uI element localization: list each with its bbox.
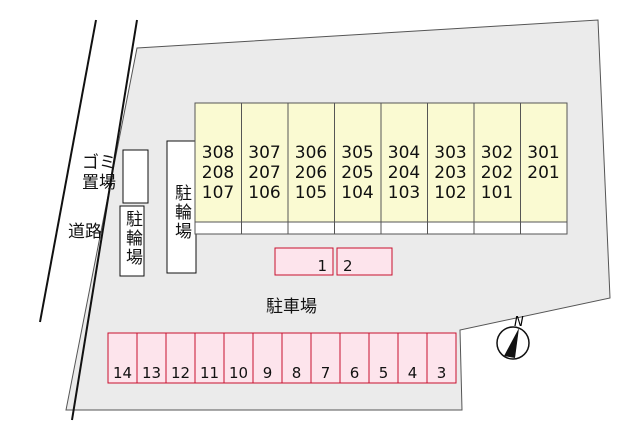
parking-number: 14 xyxy=(113,364,132,382)
unit-number: 207 xyxy=(248,163,280,183)
parking-number: 9 xyxy=(263,364,273,382)
unit-number: 104 xyxy=(341,183,373,203)
parking-space xyxy=(310,332,341,384)
parking-number: 10 xyxy=(229,364,248,382)
unit-number: 201 xyxy=(527,163,559,183)
parking-space xyxy=(426,332,457,384)
road-label: 道路 xyxy=(68,222,102,242)
garbage-area xyxy=(122,149,149,204)
parking-space xyxy=(223,332,254,384)
building-unit xyxy=(520,102,568,223)
balcony xyxy=(380,221,428,235)
unit-number: 206 xyxy=(295,163,327,183)
north-compass: N xyxy=(496,315,530,360)
north-label: N xyxy=(514,315,524,330)
unit-number: 101 xyxy=(481,183,513,203)
unit-number: 303 xyxy=(434,143,466,163)
unit-number: 203 xyxy=(434,163,466,183)
unit-number: 204 xyxy=(388,163,420,183)
building-unit xyxy=(380,102,428,223)
parking-number: 11 xyxy=(200,364,219,382)
unit-number: 107 xyxy=(202,183,234,203)
unit-number: 306 xyxy=(295,143,327,163)
unit-number: 307 xyxy=(248,143,280,163)
parking-space xyxy=(368,332,399,384)
parking-number: 5 xyxy=(379,364,389,382)
parking-number: 13 xyxy=(142,364,161,382)
parking-label: 駐車場 xyxy=(266,297,317,317)
balcony xyxy=(241,221,289,235)
parking-space xyxy=(281,332,312,384)
unit-number: 205 xyxy=(341,163,373,183)
balcony xyxy=(287,221,335,235)
balcony xyxy=(194,221,242,235)
parking-number: 1 xyxy=(317,257,327,275)
unit-number: 106 xyxy=(248,183,280,203)
building-unit xyxy=(427,102,475,223)
parking-number: 7 xyxy=(321,364,331,382)
parking-space xyxy=(397,332,428,384)
parking-number: 8 xyxy=(292,364,302,382)
parking-space xyxy=(336,247,393,276)
unit-number: 102 xyxy=(434,183,466,203)
unit-number: 304 xyxy=(388,143,420,163)
unit-number: 103 xyxy=(388,183,420,203)
unit-number: 105 xyxy=(295,183,327,203)
parking-space xyxy=(274,247,334,276)
road-edge xyxy=(71,19,138,421)
bike-parking-label: 駐輪場 xyxy=(171,184,191,241)
balcony xyxy=(520,221,568,235)
parking-number: 4 xyxy=(408,364,418,382)
bike-parking-label: 駐輪場 xyxy=(122,210,142,267)
road-edge xyxy=(39,19,97,323)
balcony xyxy=(427,221,475,235)
bike-parking-small xyxy=(119,205,145,277)
unit-number: 208 xyxy=(202,163,234,183)
parking-number: 6 xyxy=(350,364,360,382)
parking-number: 2 xyxy=(343,257,353,275)
garbage-label: 置場 xyxy=(82,173,116,193)
balcony xyxy=(473,221,521,235)
parking-space xyxy=(252,332,283,384)
unit-number: 305 xyxy=(341,143,373,163)
parking-space xyxy=(136,332,167,384)
building-unit xyxy=(473,102,521,223)
parking-number: 12 xyxy=(171,364,190,382)
unit-number: 301 xyxy=(527,143,559,163)
unit-number: 302 xyxy=(481,143,513,163)
parking-number: 3 xyxy=(437,364,447,382)
balcony xyxy=(334,221,382,235)
unit-number: 202 xyxy=(481,163,513,183)
unit-number: 308 xyxy=(202,143,234,163)
parking-space xyxy=(194,332,225,384)
garbage-label: ゴミ xyxy=(82,152,116,173)
